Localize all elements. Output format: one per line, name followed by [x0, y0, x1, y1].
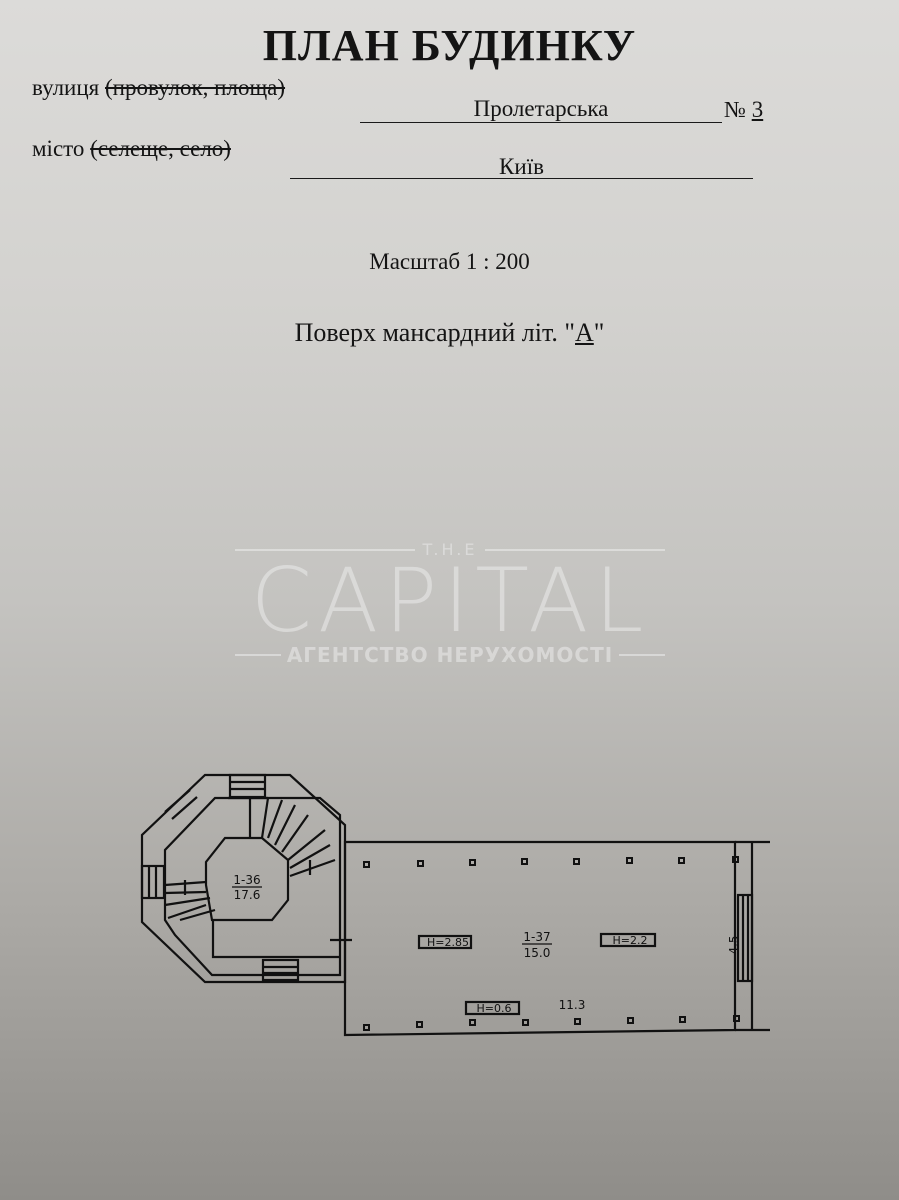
city-row: місто (селеще, село): [32, 136, 231, 162]
floor-letter: А: [575, 318, 594, 347]
city-struck-options: (селеще, село): [90, 136, 231, 161]
number-row: № 3: [724, 97, 763, 123]
floor-heading: Поверх мансардний літ. "А": [0, 318, 899, 348]
room-1-37-id: 1-37: [523, 930, 550, 944]
floor-prefix: Поверх мансардний літ. ": [294, 318, 575, 347]
tower-outer-wall: [140, 773, 347, 984]
height-mark-2: H=2.2: [613, 934, 648, 947]
dimension-length: 11.3: [559, 998, 586, 1012]
city-label: місто: [32, 136, 85, 161]
watermark-main: CAPITAL: [250, 549, 650, 652]
watermark-top: T.H.E: [422, 540, 478, 559]
street-label: вулиця: [32, 75, 100, 100]
number-value: 3: [751, 97, 764, 122]
street-field: Пролетарська: [360, 94, 722, 123]
room-1-36-area: 17.6: [234, 888, 261, 902]
dimension-width: 4.5: [727, 935, 741, 954]
scale-text: Масштаб 1 : 200: [369, 249, 530, 274]
height-mark-1: H=2.85: [427, 936, 469, 949]
room-1-36-id: 1-36: [233, 873, 260, 887]
height-mark-3: H=0.6: [477, 1002, 512, 1015]
watermark-logo: T.H.E CAPITAL АГЕНТСТВО НЕРУХОМОСТІ: [235, 540, 665, 667]
city-value: Київ: [499, 154, 544, 179]
floor-suffix: ": [593, 318, 605, 347]
street-row: вулиця (провулок, площа): [32, 75, 285, 101]
city-field: Київ: [290, 152, 753, 179]
room-1-37-area: 15.0: [524, 946, 551, 960]
street-struck-options: (провулок, площа): [105, 75, 286, 100]
street-value: Пролетарська: [473, 96, 609, 121]
watermark-sub: АГЕНТСТВО НЕРУХОМОСТІ: [286, 643, 614, 667]
number-label: №: [724, 97, 746, 122]
page-title: ПЛАН БУДИНКУ: [262, 21, 637, 70]
